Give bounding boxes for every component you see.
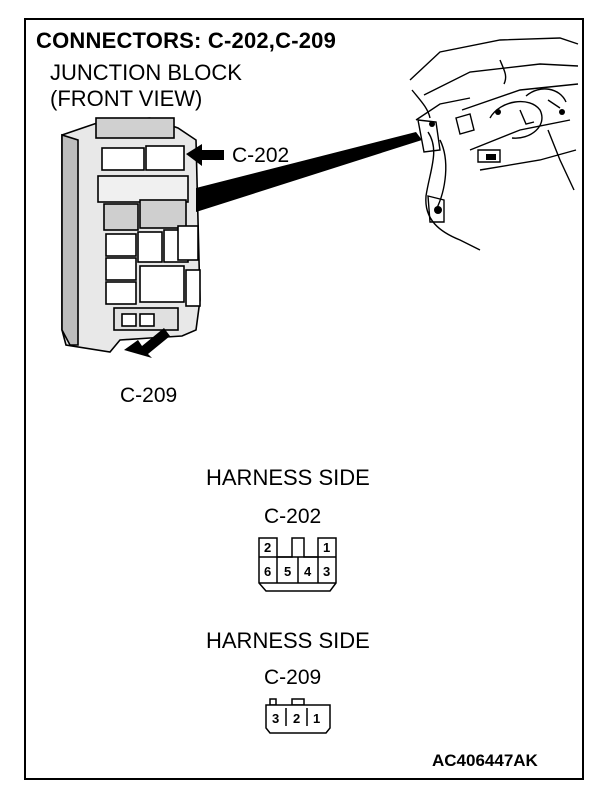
c202-connector-name: C-202 <box>264 505 322 528</box>
dashboard-location-sketch <box>409 37 579 251</box>
c202-pin-1: 1 <box>323 540 330 555</box>
c209-pin-3: 3 <box>272 711 279 726</box>
c202-harness-side-heading: HARNESS SIDE <box>206 465 370 490</box>
c202-callout-label: C-202 <box>232 144 290 167</box>
c202-pin-2: 2 <box>264 540 271 555</box>
c202-pin-3: 3 <box>323 564 330 579</box>
c202-pin-5: 5 <box>284 564 291 579</box>
page-title: CONNECTORS: C-202,C-209 <box>36 28 337 53</box>
c202-pin-4: 4 <box>304 564 312 579</box>
c202-arrow-icon <box>186 144 224 166</box>
front-view-label: (FRONT VIEW) <box>50 86 203 111</box>
c209-connector-face <box>265 698 331 734</box>
c209-callout-label: C-209 <box>120 384 178 407</box>
dashboard-harness-details <box>429 109 565 214</box>
c209-arrow-icon <box>124 328 170 358</box>
junction-block-label: JUNCTION BLOCK <box>50 60 242 85</box>
figure-code: AC406447AK <box>432 751 538 770</box>
c202-connector-face <box>258 537 337 592</box>
junction-block-illustration <box>61 117 201 353</box>
c202-pin-6: 6 <box>264 564 271 579</box>
c209-harness-side-heading: HARNESS SIDE <box>206 628 370 653</box>
location-pointer <box>196 132 422 212</box>
c209-connector-name: C-209 <box>264 666 322 689</box>
c209-pin-2: 2 <box>293 711 300 726</box>
c209-pin-1: 1 <box>313 711 320 726</box>
diagram-frame <box>24 18 584 780</box>
